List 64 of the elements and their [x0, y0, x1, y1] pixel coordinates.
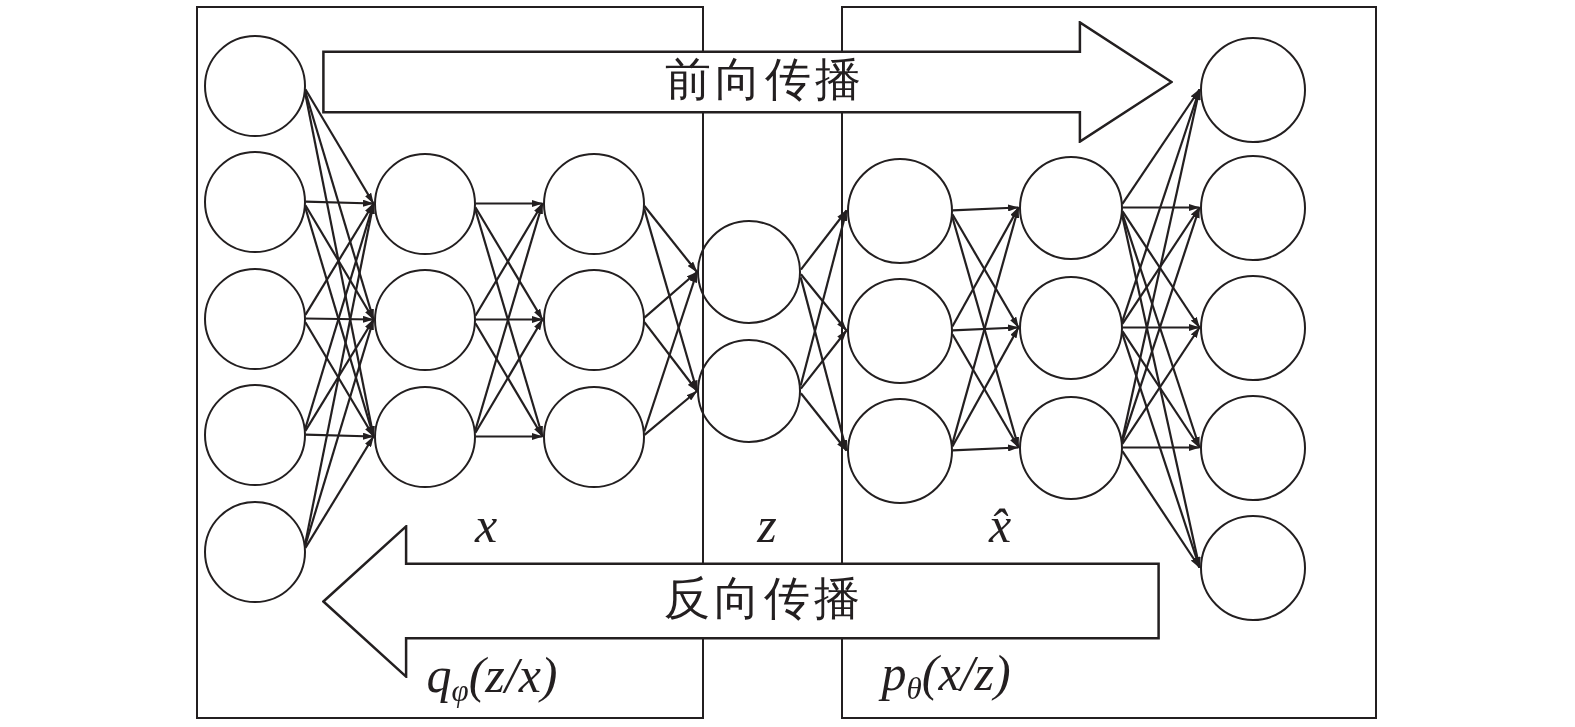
arrow: [952, 444, 1019, 452]
arrow: [475, 200, 543, 207]
formula-label: p$_{θ}$(x/z): [879, 642, 1019, 709]
block-arrow: [322, 21, 1173, 143]
arrow: [1122, 444, 1200, 451]
neuron-circle: [203, 34, 306, 137]
neuron-circle: [846, 157, 953, 264]
neuron-circle: [1199, 514, 1306, 621]
neuron-circle: [542, 268, 645, 371]
neuron-circle: [542, 152, 645, 255]
neuron-circle: [542, 385, 645, 488]
neuron-circle: [373, 152, 476, 255]
arrow: [799, 277, 848, 451]
arrow: [800, 273, 848, 332]
arrow: [1122, 324, 1200, 331]
neuron-circle: [1018, 395, 1123, 500]
neuron-circle: [203, 150, 306, 253]
neuron-circle: [846, 397, 953, 504]
arrow: [643, 205, 698, 273]
arrow: [952, 204, 1019, 212]
arrow: [952, 324, 1019, 332]
arrow: [643, 390, 698, 436]
arrow: [800, 392, 848, 452]
neuron-circle: [1199, 274, 1306, 381]
variable-label: x̂: [987, 498, 1013, 553]
neuron-circle: [697, 220, 801, 324]
arrow: [305, 315, 374, 323]
arrow: [643, 271, 699, 432]
variable-label: z: [755, 498, 778, 553]
arrow: [304, 435, 375, 549]
arrow: [643, 208, 699, 392]
neuron-circle: [1018, 275, 1123, 380]
arrow: [800, 209, 848, 271]
formula-label: q$_{φ}$(z/x): [425, 645, 559, 710]
neuron-circle: [1199, 36, 1306, 143]
arrow: [799, 210, 848, 386]
neuron-circle: [697, 339, 801, 443]
neuron-circle: [373, 268, 476, 371]
arrow: [1121, 89, 1201, 323]
arrow: [304, 88, 375, 205]
variable-label: x: [473, 498, 499, 553]
arrow: [475, 433, 543, 440]
neuron-circle: [1018, 155, 1123, 260]
arrow: [1121, 88, 1201, 205]
neuron-circle: [846, 277, 953, 384]
arrow: [1122, 204, 1200, 211]
arrow: [1121, 332, 1201, 568]
neuron-circle: [1199, 394, 1306, 501]
arrow: [1121, 450, 1201, 569]
arrow: [304, 319, 375, 547]
arrow-label: 前向传播: [665, 54, 865, 106]
arrow: [643, 271, 698, 319]
neuron-circle: [203, 267, 306, 370]
neuron-circle: [1199, 154, 1306, 261]
arrow: [800, 329, 848, 390]
arrow: [643, 321, 698, 392]
arrow: [475, 316, 543, 323]
neuron-circle: [203, 500, 306, 603]
neuron-circle: [203, 383, 306, 486]
arrow-label: 反向传播: [664, 573, 864, 625]
arrow: [304, 91, 375, 320]
arrow: [305, 199, 374, 207]
neuron-circle: [373, 385, 476, 488]
arrow: [305, 432, 374, 440]
